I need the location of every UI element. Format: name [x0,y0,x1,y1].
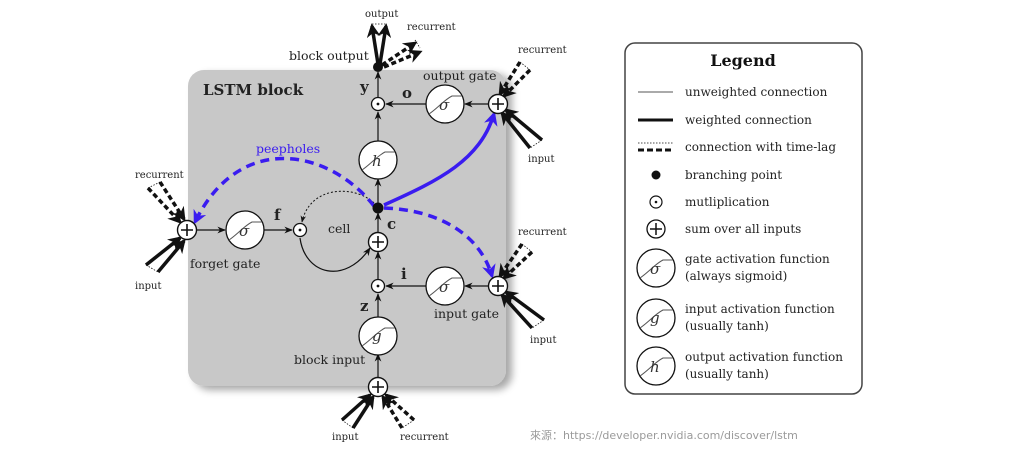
main-vertical-connections [197,71,488,377]
svg-text:input activation function: input activation function [685,302,835,316]
output-multiplication-node [370,96,386,112]
svg-text:gate activation function: gate activation function [685,252,830,266]
block-output-connections [366,23,423,69]
svg-text:unweighted connection: unweighted connection [685,85,828,99]
svg-text:branching point: branching point [685,168,782,182]
var-c: c [387,215,396,233]
svg-text:σ: σ [650,260,661,278]
legend: Legend unweighted connection weighted co… [624,42,863,395]
svg-text:connection with time-lag: connection with time-lag [685,140,836,154]
legend-title: Legend [710,51,776,70]
input-activation-g-node: g [358,316,398,356]
legend-item-weighted: weighted connection [638,113,812,127]
output-gate-input-label: input [528,154,555,165]
legend-item-time-lag: connection with time-lag [638,140,836,154]
peephole-to-forget [193,156,376,225]
input-gate-label: input gate [434,306,499,321]
block-output-branch-point [373,62,383,72]
svg-text:sum over all inputs: sum over all inputs [685,222,801,236]
svg-text:(usually tanh): (usually tanh) [685,367,769,381]
input-multiplication-node [370,278,386,294]
cell-label: cell [328,221,350,236]
legend-item-sum: sum over all inputs [646,219,801,239]
forget-gate-sigma-node: σ [225,210,265,250]
var-z: z [360,297,369,315]
peephole-to-output [383,111,498,207]
source-caption: 來源：https://developer.nvidia.com/discover… [530,428,798,442]
cell-recurrent-connection [300,190,375,223]
legend-item-gate-activation: σ gate activation function (always sigmo… [636,248,830,288]
var-y: y [359,78,370,96]
block-output-recurrent-label: recurrent [407,22,456,33]
forget-gate-recurrent-label: recurrent [135,170,184,181]
svg-text:(always sigmoid): (always sigmoid) [685,269,787,283]
svg-text:h: h [650,358,660,376]
cell-sum-node [367,231,389,253]
legend-item-unweighted: unweighted connection [638,85,828,99]
output-gate-sum-node [487,93,509,115]
forget-multiplication-node [292,222,308,238]
block-input-label: block input [294,352,365,367]
input-gate-recurrent-label: recurrent [518,227,567,238]
forget-gate-input-label: input [135,281,162,292]
output-activation-h-node: h [358,140,398,180]
block-input-sum-node [367,376,389,398]
output-label: output [365,9,398,20]
output-gate-sigma-node: σ [425,84,465,124]
var-o: o [402,84,412,102]
var-i: i [401,265,407,283]
svg-text:mutliplication: mutliplication [685,195,770,209]
lstm-block-title: LSTM block [203,81,304,99]
legend-item-multiplication: mutliplication [649,195,770,209]
block-input-recurrent-label: recurrent [400,432,449,443]
legend-item-input-activation: g input activation function (usually tan… [636,298,835,338]
cell-branch-point [372,202,384,214]
legend-item-branching-point: branching point [651,168,782,182]
block-input-input-label: input [332,432,359,443]
block-output-label: block output [289,48,369,63]
peephole-to-input [383,206,496,279]
svg-text:σ: σ [439,278,450,296]
peepholes-label: peepholes [256,141,320,156]
svg-text:σ: σ [439,96,450,114]
forget-gate-sum-node [176,219,198,241]
var-f: f [274,206,282,224]
svg-text:weighted connection: weighted connection [685,113,812,127]
block-input-external-inputs [340,393,416,429]
output-gate-label: output gate [423,68,497,83]
input-gate-sum-node [487,275,509,297]
svg-text:g: g [650,309,660,327]
svg-text:(usually tanh): (usually tanh) [685,319,769,333]
lstm-block [188,70,506,386]
output-gate-external-inputs [498,61,544,150]
forget-gate-external-inputs [144,181,186,274]
input-gate-sigma-node: σ [425,266,465,306]
svg-text:h: h [372,152,382,170]
svg-text:output activation function: output activation function [685,350,843,364]
forget-gate-label: forget gate [190,256,260,271]
svg-text:g: g [372,327,382,345]
input-gate-input-label: input [530,335,557,346]
input-gate-external-inputs [498,243,546,330]
legend-item-output-activation: h output activation function (usually ta… [636,346,843,386]
output-gate-recurrent-label: recurrent [518,45,567,56]
svg-text:σ: σ [239,222,250,240]
